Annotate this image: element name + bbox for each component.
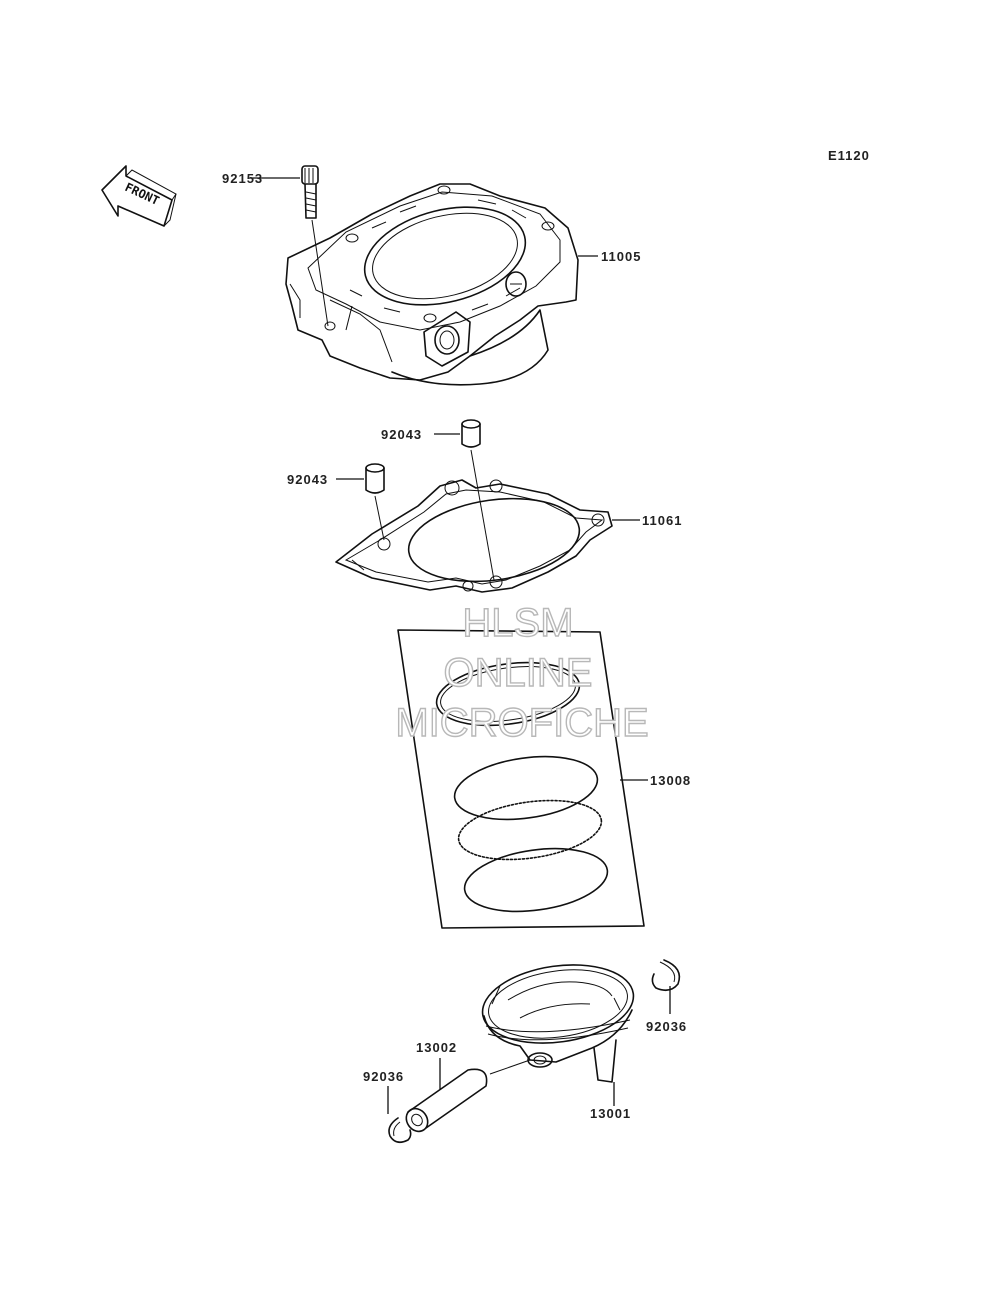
part-label-13008: 13008 [650, 773, 691, 788]
piston-ring-set-13008 [397, 629, 645, 929]
part-label-11005: 11005 [601, 249, 641, 264]
cylinder-11005 [285, 183, 579, 386]
part-label-11061: 11061 [642, 513, 682, 528]
part-label-92043-lower: 92043 [287, 472, 328, 487]
piston-13001 [481, 964, 635, 1083]
circlip-92036-right [651, 959, 681, 992]
part-label-92036-left: 92036 [363, 1069, 404, 1084]
piston-pin-13002 [405, 1068, 488, 1133]
part-label-92153: 92153 [222, 171, 263, 186]
part-label-92043-upper: 92043 [381, 427, 422, 442]
part-label-13001: 13001 [590, 1106, 631, 1121]
part-label-92036-right: 92036 [646, 1019, 687, 1034]
watermark-line-1: HLSM [462, 601, 573, 645]
base-gasket-11061 [335, 479, 613, 593]
diagram-code: E1120 [828, 148, 870, 163]
circlip-92036-left [388, 1117, 412, 1144]
dowel-pin-92043-upper [461, 419, 481, 448]
dowel-pin-92043-lower [365, 463, 385, 494]
front-arrow-icon: FRONT [101, 165, 177, 227]
watermark-line-2: ONLINE [444, 651, 593, 695]
watermark-line-3: MICROFICHE [395, 701, 648, 745]
watermark: HLSM ONLINE MICROFICHE [395, 600, 650, 745]
bolt-92153 [301, 165, 319, 219]
part-label-13002: 13002 [416, 1040, 457, 1055]
